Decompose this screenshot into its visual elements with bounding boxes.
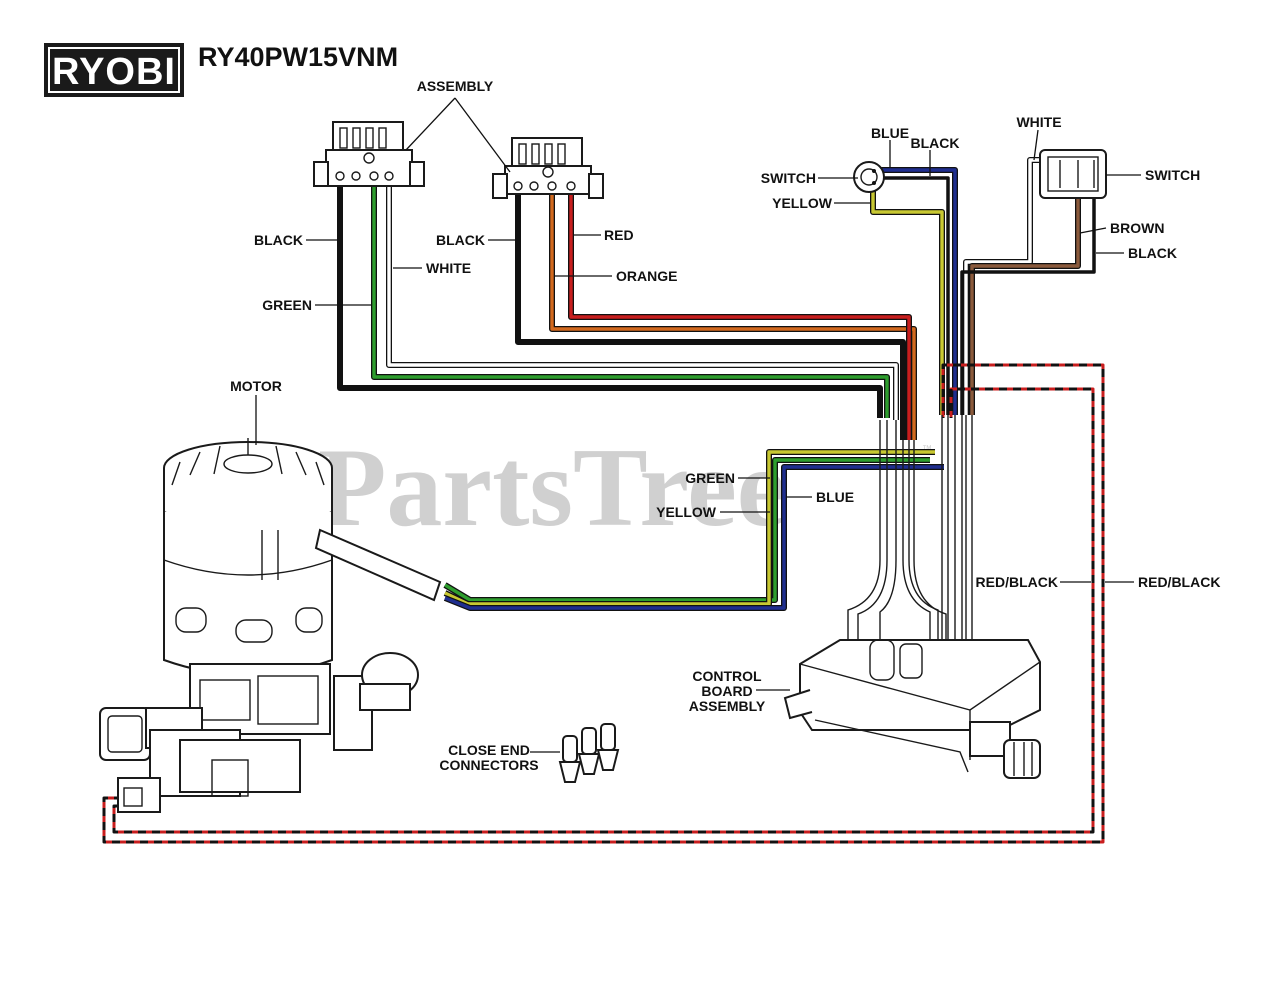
assembly-right [492, 137, 604, 199]
wire-red-black-outer [102, 363, 1105, 844]
assembly-left [313, 121, 425, 187]
label-blue-motor: BLUE [816, 489, 854, 505]
watermark-text: PartsTree [318, 426, 787, 550]
switch-round [853, 161, 885, 193]
label-green-left: GREEN [262, 297, 312, 313]
label-control-board-1: CONTROL [692, 668, 762, 684]
wire-brown [970, 185, 1080, 415]
wire-black-right-assembly-core [516, 185, 905, 440]
label-black-switch: BLACK [911, 135, 960, 151]
wire-yellow-motor [444, 450, 935, 606]
label-blue-switch: BLUE [871, 125, 909, 141]
wire-orange [550, 185, 916, 440]
label-red: RED [604, 227, 634, 243]
wire-blue-switch [875, 168, 957, 415]
wire-orange-outline [549, 185, 917, 440]
label-motor: MOTOR [230, 378, 282, 394]
label-brown: BROWN [1110, 220, 1164, 236]
close-end-connectors [558, 723, 620, 783]
leader-lines [255, 97, 1141, 753]
label-yellow-switch: YELLOW [772, 195, 833, 211]
label-red-black-right: RED/BLACK [1138, 574, 1220, 590]
motor [99, 438, 442, 813]
wire-red [569, 185, 911, 440]
label-black-left: BLACK [254, 232, 303, 248]
brand-logo [44, 43, 184, 97]
label-white-left: WHITE [426, 260, 471, 276]
label-assembly: ASSEMBLY [417, 78, 494, 94]
watermark: PartsTree ™ [318, 426, 932, 550]
wire-white-left-outline [386, 185, 899, 420]
wire-red-black-inner-alt [112, 387, 1095, 834]
label-black-assembly-right: BLACK [436, 232, 485, 248]
wire-black-left-core [338, 185, 882, 418]
page-title: RY40PW15VNM [198, 42, 398, 72]
label-close-end-2: CONNECTORS [439, 757, 538, 773]
label-switch-right: SWITCH [1145, 167, 1200, 183]
brand-logo-border [48, 47, 180, 93]
wire-green-left-outline [371, 185, 890, 418]
labels: ASSEMBLY BLACK WHITE GREEN BLACK RED ORA… [230, 78, 1220, 773]
wire-white-left [387, 185, 898, 420]
label-white-right: WHITE [1016, 114, 1061, 130]
header: RYOBI RY40PW15VNM [44, 42, 398, 97]
control-board [783, 415, 1041, 779]
wire-black-right-assembly [515, 185, 906, 440]
label-orange: ORANGE [616, 268, 677, 284]
label-green-motor: GREEN [685, 470, 735, 486]
switch-rect [1039, 149, 1107, 199]
wire-black-right [960, 185, 1096, 415]
wire-brown-outline [969, 185, 1081, 415]
label-red-black-left: RED/BLACK [976, 574, 1058, 590]
label-switch-left: SWITCH [761, 170, 816, 186]
wire-red-outline [568, 185, 912, 440]
label-black-right: BLACK [1128, 245, 1177, 261]
label-close-end-1: CLOSE END [448, 742, 530, 758]
wire-red-black-outer-alt [102, 363, 1105, 844]
wire-green-motor [444, 458, 930, 602]
label-control-board-2: BOARD [701, 683, 752, 699]
label-yellow-motor: YELLOW [656, 504, 717, 520]
wire-blue-motor [444, 465, 944, 610]
wire-green-left [372, 185, 889, 418]
brand-logo-text: RYOBI [52, 51, 176, 93]
wire-yellow-switch [871, 186, 944, 415]
wire-black-switch [875, 176, 950, 415]
label-control-board-3: ASSEMBLY [689, 698, 766, 714]
wire-black-left [337, 185, 883, 418]
